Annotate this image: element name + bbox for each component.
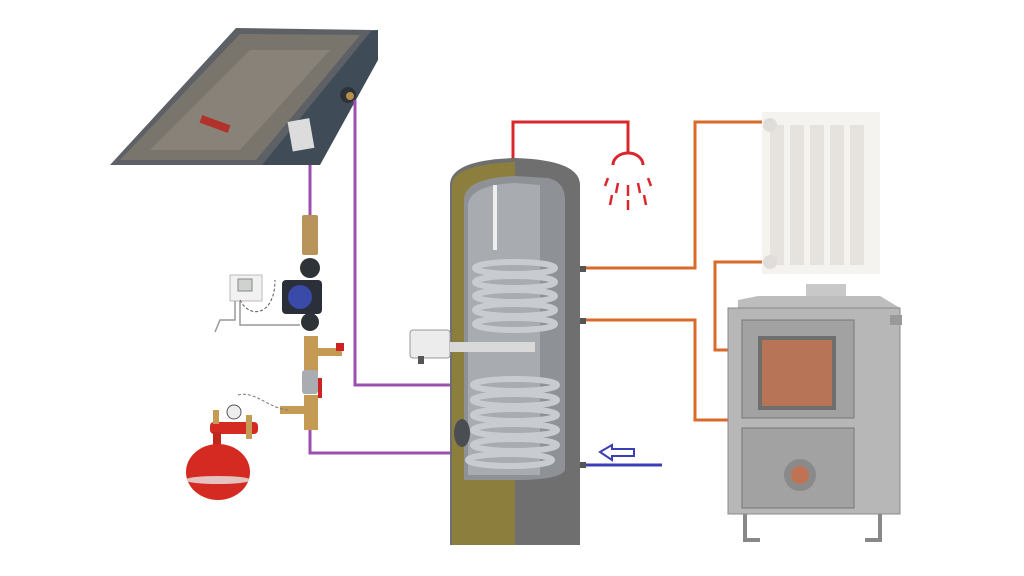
- pump-fitting: [300, 258, 320, 278]
- solar-loop-pipes: [308, 100, 462, 455]
- expansion-vessel: [185, 393, 291, 500]
- pressure-gauge: [226, 404, 242, 420]
- electric-heater: [409, 329, 535, 364]
- hot-water-storage-tank: [450, 158, 586, 545]
- heating-loop-pipes: [580, 120, 770, 422]
- inspection-flange: [454, 419, 470, 447]
- solar-controller: [214, 274, 300, 333]
- fire-window: [758, 336, 836, 410]
- power-plug: [214, 301, 236, 333]
- water-drops: [603, 177, 653, 210]
- radiator: [762, 112, 880, 274]
- flow-arrow-icon: [598, 443, 635, 462]
- hot-water-outlet: [511, 120, 653, 210]
- upper-heat-coil: [472, 259, 558, 333]
- solar-collector: [110, 28, 378, 165]
- lower-heat-coil: [465, 376, 560, 469]
- rating-label: [287, 118, 315, 152]
- cold-water-inlet: [578, 443, 662, 467]
- solid-fuel-boiler: [727, 284, 902, 542]
- pump-group: [280, 215, 344, 430]
- shower-head-icon: [611, 151, 645, 166]
